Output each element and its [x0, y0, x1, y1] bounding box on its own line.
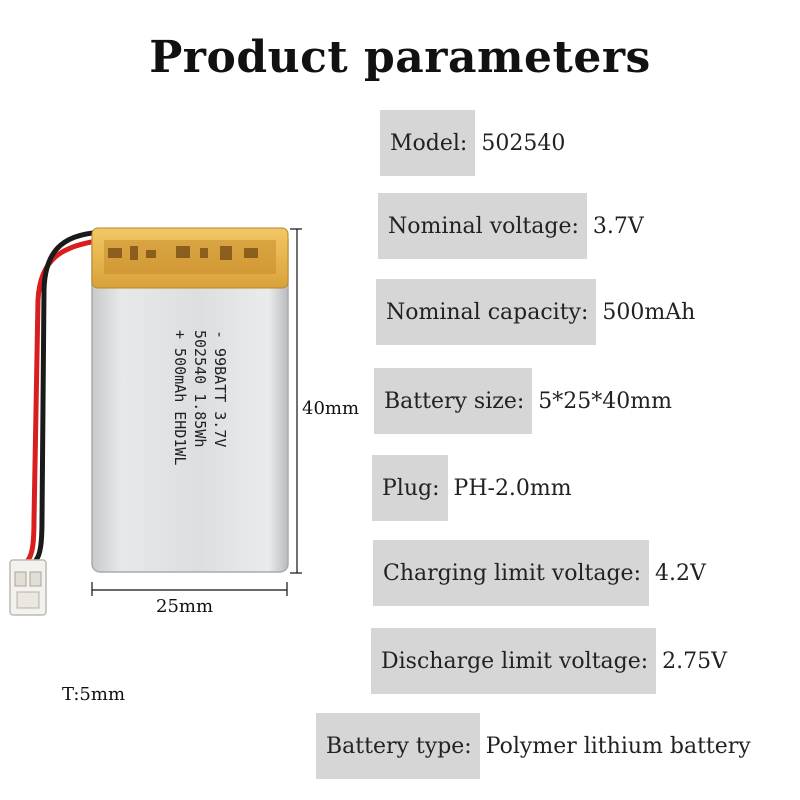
- width-label: 25mm: [156, 596, 214, 617]
- param-value: 3.7V: [592, 213, 644, 239]
- param-label: Plug:: [372, 455, 448, 521]
- thickness-label: T:5mm: [62, 684, 126, 705]
- param-plug: Plug: PH-2.0mm: [372, 455, 572, 521]
- battery-illustration: - 99BATT 3.7V 502540 1.85Wh + 500mAh EHD…: [9, 227, 302, 616]
- param-value: 5*25*40mm: [538, 388, 672, 414]
- param-label: Battery size:: [374, 368, 533, 434]
- height-dimension: [290, 228, 302, 574]
- red-wire: [25, 237, 108, 563]
- param-charging-limit-voltage: Charging limit voltage: 4.2V: [373, 540, 706, 606]
- battery-print-line3: + 500mAh EHD1WL: [171, 330, 189, 465]
- param-value: 4.2V: [654, 560, 706, 586]
- param-nominal-capacity: Nominal capacity: 500mAh: [376, 279, 695, 345]
- battery-print-line2: 502540 1.85Wh: [191, 330, 209, 447]
- param-value: 500mAh: [602, 299, 696, 325]
- param-label: Model:: [380, 110, 476, 176]
- param-model: Model: 502540: [380, 110, 565, 176]
- black-wire: [33, 229, 113, 563]
- param-label: Battery type:: [316, 713, 480, 779]
- param-nominal-voltage: Nominal voltage: 3.7V: [378, 193, 644, 259]
- ph-connector: [9, 559, 47, 616]
- param-value: 2.75V: [662, 648, 728, 674]
- param-battery-size: Battery size: 5*25*40mm: [374, 368, 672, 434]
- param-value: 502540: [481, 130, 566, 156]
- width-dimension: [91, 582, 288, 596]
- param-battery-type: Battery type: Polymer lithium battery: [316, 713, 751, 779]
- battery-print-line1: - 99BATT 3.7V: [211, 330, 229, 447]
- page-title: Product parameters: [149, 32, 651, 83]
- param-label: Nominal voltage:: [378, 193, 587, 259]
- param-label: Discharge limit voltage:: [371, 628, 657, 694]
- param-value: PH-2.0mm: [453, 475, 572, 501]
- param-value: Polymer lithium battery: [485, 733, 751, 759]
- param-discharge-limit-voltage: Discharge limit voltage: 2.75V: [371, 628, 727, 694]
- height-label: 40mm: [302, 398, 360, 419]
- param-label: Charging limit voltage:: [373, 540, 649, 606]
- param-label: Nominal capacity:: [376, 279, 597, 345]
